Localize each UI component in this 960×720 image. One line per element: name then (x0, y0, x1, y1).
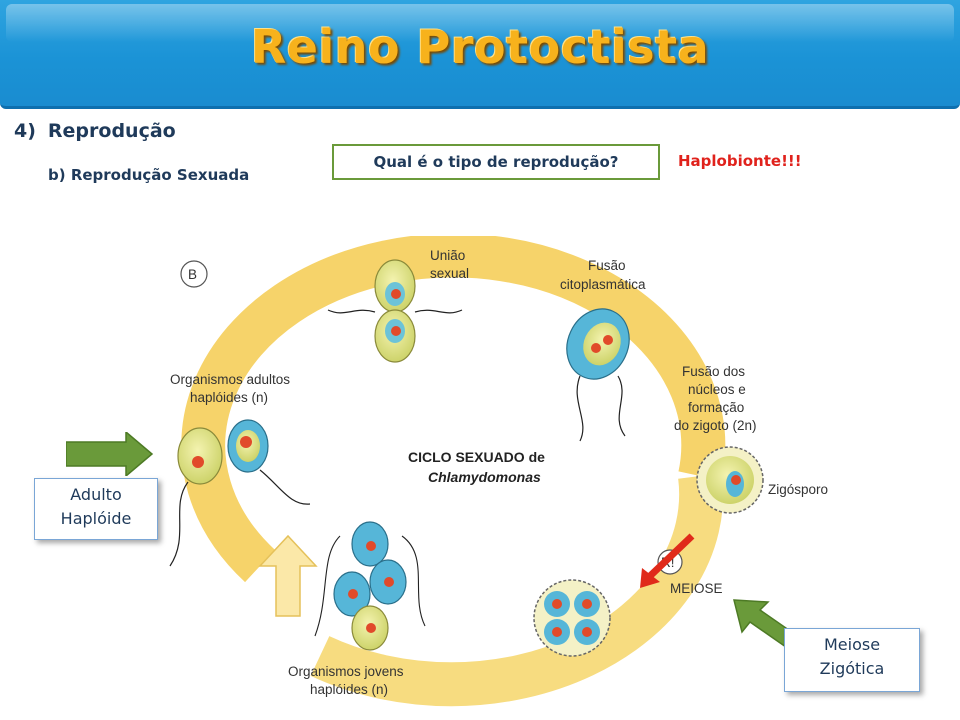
life-cycle-diagram: B União sexual Fusão citoplasmática Fusã… (169, 236, 828, 707)
subsection-heading: b) Reprodução Sexuada (48, 166, 250, 184)
label-fusao-nuc-2: núcleos e (688, 382, 746, 397)
label-adultos-1: Organismos adultos (170, 372, 290, 387)
cycle-arrow-head (258, 534, 318, 617)
cycle-ring (181, 236, 726, 583)
zigosporo-illustration (696, 446, 764, 514)
section-title: Reprodução (47, 120, 176, 142)
label-fusao-nuc-3: formação (688, 400, 744, 415)
callout-adulto-line2: Haplóide (60, 509, 132, 528)
label-fusao-cit-1: Fusão (588, 258, 626, 273)
callout-adulto-haploide: Adulto Haplóide (34, 478, 158, 540)
uniao-cells-illustration (327, 259, 463, 363)
question-box: Qual é o tipo de reprodução? (332, 144, 660, 180)
label-zigosporo: Zigósporo (768, 482, 828, 497)
answer-text: Haplobionte!!! (678, 152, 802, 170)
callout-meiose-line1: Meiose (823, 635, 881, 654)
label-meiose: MEIOSE (670, 581, 723, 596)
center-title: CICLO SEXUADO de (408, 449, 545, 465)
fusao-cell-illustration (566, 308, 630, 442)
tetrad-illustration (533, 579, 611, 657)
label-adultos-2: haplóides (n) (190, 390, 268, 405)
panel-letter: B (188, 267, 197, 282)
label-jovens-2: haplóides (n) (310, 682, 388, 697)
label-fusao-nuc-1: Fusão dos (682, 364, 745, 379)
adultos-illustration (169, 419, 311, 567)
callout-meiose-zigotica: Meiose Zigótica (784, 628, 920, 692)
jovens-illustration (314, 521, 426, 651)
section-heading: 4) Reprodução (14, 120, 176, 142)
callout-meiose-line2: Zigótica (819, 659, 885, 678)
label-fusao-cit-2: citoplasmática (560, 277, 646, 292)
label-fusao-nuc-4: do zigoto (2n) (674, 418, 757, 433)
meiose-red-arrow (647, 533, 695, 579)
label-uniao-2: sexual (430, 266, 469, 281)
title-banner (0, 0, 960, 109)
label-uniao-1: União (430, 248, 465, 263)
section-number: 4) (14, 120, 36, 142)
cycle-ring-lower (310, 473, 724, 707)
callout-adulto-line1: Adulto (70, 485, 122, 504)
panel-letter-circle (180, 260, 208, 288)
center-species: Chlamydomonas (428, 469, 541, 485)
adulto-arrow (66, 432, 154, 476)
page-title: Reino Protoctista (250, 20, 710, 74)
label-jovens-1: Organismos jovens (288, 664, 404, 679)
